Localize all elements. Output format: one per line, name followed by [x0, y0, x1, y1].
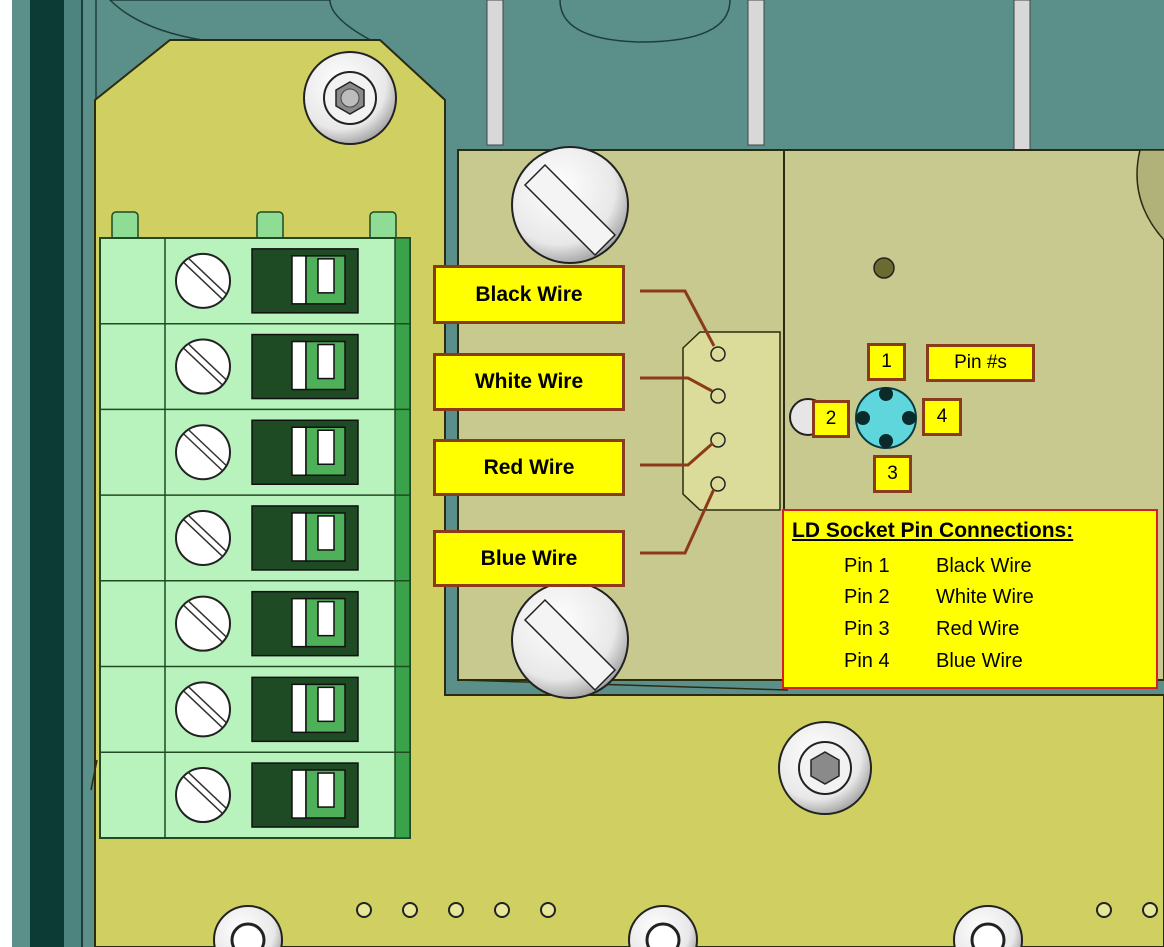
terminal-pin — [256, 211, 284, 241]
terminal-clamp-slot — [291, 597, 307, 648]
leader-black-wire — [640, 289, 716, 347]
bottom-board-holes — [213, 902, 1158, 947]
terminal-block — [99, 211, 411, 839]
mounting-screw-top — [303, 51, 397, 145]
legend-title: LD Socket Pin Connections: — [792, 519, 1074, 542]
terminal-clamp-window — [317, 258, 335, 294]
legend-row: Pin 2 White Wire — [844, 586, 1034, 609]
pin-4-label: 4 — [922, 398, 962, 436]
legend-row: Pin 4 Blue Wire — [844, 650, 1023, 673]
terminal-clamp-slot — [291, 683, 307, 734]
terminal-screw-slot — [183, 433, 223, 471]
white-wire-label: White Wire — [433, 353, 625, 411]
terminal-clamp-window — [317, 772, 335, 808]
legend-wire: Blue Wire — [936, 650, 1023, 672]
leader-white-wire — [640, 376, 713, 393]
terminal-screw-slot — [187, 685, 227, 723]
blue-wire-label: Blue Wire — [433, 530, 625, 587]
terminal-screw-slot — [183, 348, 223, 386]
red-wire-label: Red Wire — [433, 439, 625, 496]
terminal-screw-slot — [187, 600, 227, 638]
terminal-clamp-window — [317, 343, 335, 380]
terminal-screw-slot — [183, 605, 223, 643]
terminal-screw-slot — [187, 343, 227, 381]
legend-wire: White Wire — [936, 586, 1034, 608]
terminal-screw-slot — [187, 771, 227, 809]
pin-2-label: 2 — [812, 400, 850, 438]
pin-connections-legend: LD Socket Pin Connections: Pin 1 Black Wi… — [782, 509, 1158, 689]
pin-3-label: 3 — [873, 455, 912, 493]
leader-lines — [640, 289, 716, 555]
terminal-clamp-window — [317, 515, 335, 551]
terminal-screw-slot — [187, 514, 227, 552]
terminal-screw-slot — [183, 776, 223, 814]
terminal-clamp-window — [317, 600, 335, 637]
terminal-edge — [394, 237, 411, 839]
legend-wire: Red Wire — [936, 618, 1020, 640]
black-wire-label: Black Wire — [433, 265, 625, 324]
terminal-screw-slot — [187, 257, 227, 295]
terminal-pin — [111, 211, 139, 241]
terminal-clamp-slot — [291, 512, 307, 562]
legend-pin: Pin 4 — [844, 650, 890, 672]
terminal-pin — [369, 211, 397, 241]
legend-row: Pin 3 Red Wire — [844, 618, 1019, 641]
legend-wire: Black Wire — [936, 555, 1032, 577]
terminal-clamp-window — [317, 429, 335, 465]
terminal-screw-slot — [187, 428, 227, 466]
pin-1-label: 1 — [867, 343, 906, 381]
terminal-clamp-window — [317, 686, 335, 723]
terminal-screw-slot — [183, 690, 223, 728]
terminal-screw-slot — [183, 519, 223, 557]
legend-pin: Pin 2 — [844, 586, 890, 608]
terminal-clamp-slot — [291, 255, 307, 305]
leader-blue-wire — [640, 488, 716, 555]
pin-numbers-caption: Pin #s — [926, 344, 1035, 382]
ld-socket — [855, 387, 917, 449]
mounting-screw-bottom — [778, 721, 872, 815]
terminal-clamp-slot — [291, 426, 307, 476]
terminal-clamp-slot — [291, 769, 307, 819]
leader-red-wire — [640, 441, 714, 467]
legend-pin: Pin 1 — [844, 555, 890, 577]
terminal-clamp-slot — [291, 340, 307, 391]
terminal-screw-slot — [183, 262, 223, 300]
legend-row: Pin 1 Black Wire — [844, 555, 1032, 578]
legend-pin: Pin 3 — [844, 618, 890, 640]
